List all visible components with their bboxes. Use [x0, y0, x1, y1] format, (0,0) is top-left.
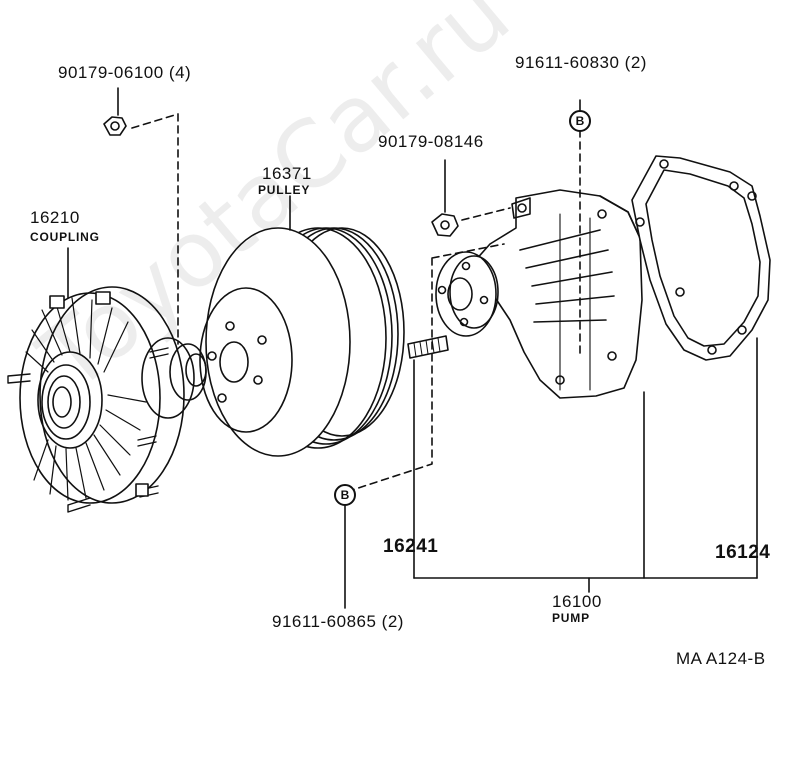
label-coupling-no: 16210 — [30, 208, 80, 227]
label-gasket: 16124 — [715, 542, 771, 563]
leader-nut-pump-dashed — [461, 207, 511, 221]
label-pump-no: 16100 — [552, 592, 602, 611]
callout-b-top: B — [569, 110, 591, 132]
label-bolt-bottom: 91611-60865 (2) — [272, 612, 404, 631]
leader-nut-top-dashed — [131, 113, 179, 345]
label-stud: 16241 — [383, 536, 439, 557]
leader-lines — [67, 247, 758, 609]
nut-90179-06100 — [103, 116, 127, 136]
label-pulley-name: PULLEY — [258, 183, 311, 197]
water-pump — [345, 189, 643, 493]
label-bolt-top: 91611-60830 (2) — [515, 53, 647, 72]
gasket — [631, 155, 771, 361]
fan-coupling — [7, 286, 207, 513]
label-coupling-name: COUPLING — [30, 230, 100, 244]
label-nut-top: 90179-06100 (4) — [58, 63, 192, 82]
nut-90179-08146 — [431, 213, 459, 237]
diagram-reference: MA A124-B — [676, 649, 766, 668]
label-pump-name: PUMP — [552, 611, 590, 625]
label-pulley-no: 16371 — [262, 164, 312, 183]
stud-16241 — [407, 335, 449, 359]
pulley — [199, 227, 405, 457]
callout-b-bottom: B — [334, 484, 356, 506]
label-nut-pump: 90179-08146 — [378, 132, 484, 151]
